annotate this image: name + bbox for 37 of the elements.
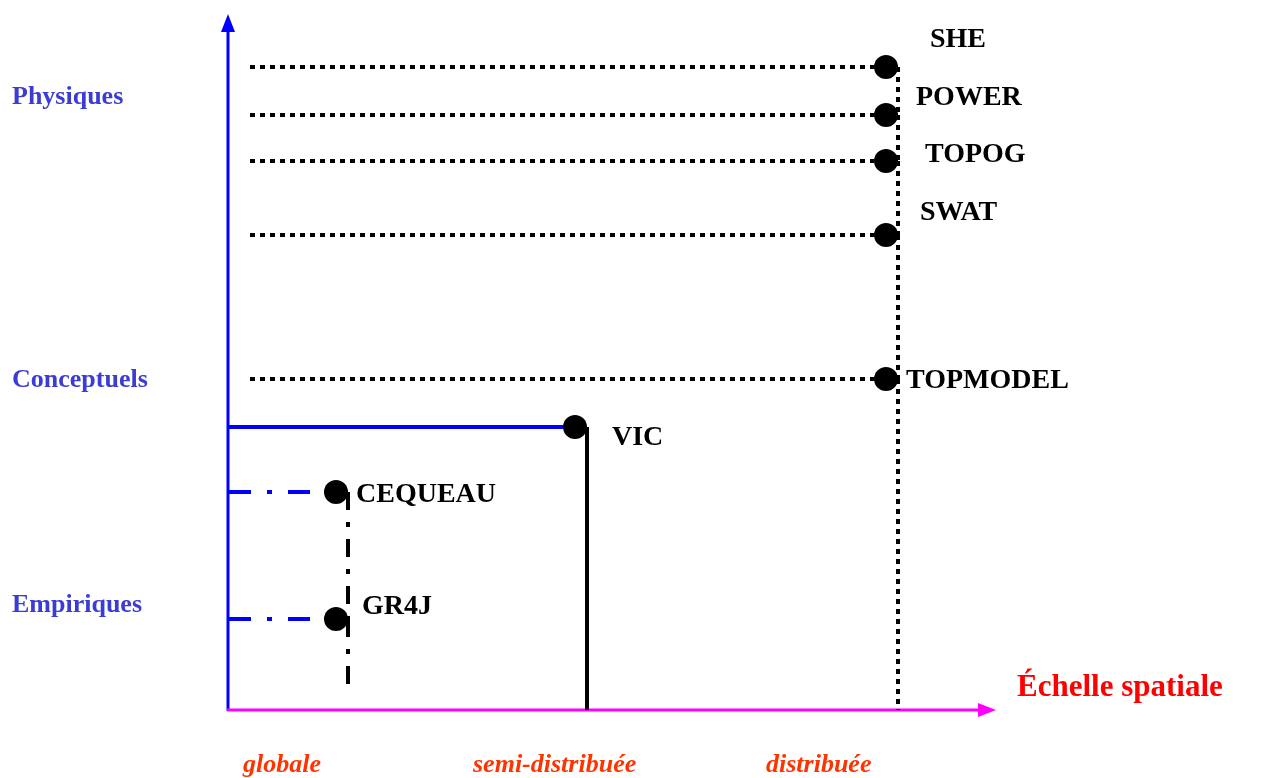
connector-line bbox=[346, 492, 350, 619]
model-label: CEQUEAU bbox=[356, 479, 496, 507]
model-label: TOPOG bbox=[925, 139, 1026, 167]
connector-line bbox=[896, 235, 900, 379]
scale-label: semi-distribuée bbox=[473, 751, 637, 777]
model-label: SWAT bbox=[920, 197, 998, 225]
model-label: TOPMODEL bbox=[906, 365, 1069, 393]
category-label: Physiques bbox=[12, 83, 124, 109]
model-label: VIC bbox=[612, 422, 664, 450]
connector-line bbox=[250, 65, 874, 69]
scale-label: distribuée bbox=[766, 751, 872, 777]
data-point bbox=[874, 367, 898, 391]
connector-line bbox=[896, 67, 900, 115]
data-point bbox=[874, 55, 898, 79]
axis-title: Échelle spatiale bbox=[1017, 669, 1223, 701]
model-label: GR4J bbox=[362, 591, 432, 619]
connector-line bbox=[896, 161, 900, 235]
data-point bbox=[563, 415, 587, 439]
category-label: Empiriques bbox=[12, 591, 143, 617]
connector-line bbox=[229, 425, 563, 429]
data-point bbox=[874, 103, 898, 127]
connector-line bbox=[250, 113, 874, 117]
connector-line bbox=[250, 233, 874, 237]
connector-line bbox=[346, 619, 350, 686]
data-point bbox=[874, 223, 898, 247]
model-label: SHE bbox=[930, 24, 987, 52]
category-label: Conceptuels bbox=[12, 366, 148, 392]
scale-label: globale bbox=[243, 751, 321, 777]
connector-line bbox=[250, 159, 874, 163]
connector-line bbox=[896, 379, 900, 710]
connector-line bbox=[896, 115, 900, 161]
data-point bbox=[324, 607, 348, 631]
connector-line bbox=[585, 427, 589, 710]
data-point bbox=[324, 480, 348, 504]
connector-line bbox=[250, 377, 874, 381]
data-point bbox=[874, 149, 898, 173]
model-label: POWER bbox=[916, 82, 1022, 110]
